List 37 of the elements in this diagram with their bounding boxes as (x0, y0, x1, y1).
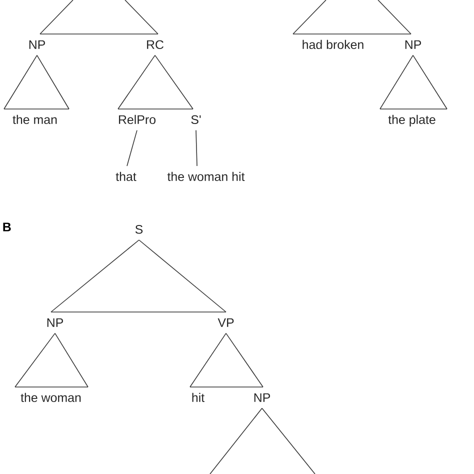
tree-label: NP (254, 393, 270, 402)
tree-branch (210, 408, 262, 474)
tree-branch (124, 0, 158, 34)
tree-label: NP (47, 318, 63, 327)
tree-branch (50, 240, 140, 312)
tree-label: S' (191, 115, 201, 124)
tree-branch (126, 130, 138, 166)
tree-label: VP (218, 318, 234, 327)
tree-branch (54, 332, 88, 388)
tree-branch (292, 0, 326, 34)
tree-branch (190, 332, 226, 388)
tree-label: hit (192, 392, 204, 402)
tree-branch (262, 408, 316, 474)
tree-branch (226, 332, 264, 388)
tree-branch (138, 240, 226, 312)
tree-branch (14, 332, 56, 388)
tree-branch (196, 130, 198, 166)
tree-branch (4, 54, 38, 110)
tree-label: NP (29, 40, 45, 49)
tree-label: that (116, 172, 136, 182)
tree-label: the man (12, 114, 57, 124)
tree-branch (118, 54, 156, 110)
tree-label: the plate (388, 114, 436, 126)
tree-branch (412, 54, 448, 110)
tree-label: the woman hit (167, 172, 245, 182)
tree-branch (380, 54, 414, 110)
tree-branch (378, 0, 412, 34)
panel-letter: B (3, 222, 11, 232)
tree-branch (40, 0, 74, 34)
tree-label: RC (147, 40, 164, 50)
tree-branch (154, 54, 194, 110)
tree-label: RelPro (118, 114, 156, 124)
tree-label: S (135, 224, 143, 234)
tree-label: the woman (20, 392, 81, 402)
tree-label: NP (405, 40, 421, 49)
tree-label: had broken (302, 40, 364, 50)
tree-branch (36, 54, 70, 110)
